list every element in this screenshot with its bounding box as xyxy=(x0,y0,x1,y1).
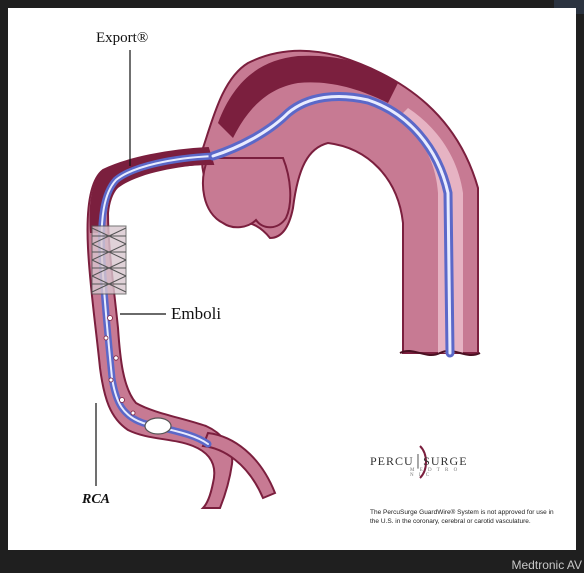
regulatory-disclaimer: The PercuSurge GuardWire® System is not … xyxy=(370,509,560,526)
percusurge-logo: PERCU│SURGE M E D T R O N I C xyxy=(370,454,468,469)
rca-label: RCA xyxy=(82,492,110,508)
aortic-root xyxy=(203,158,290,227)
occlusion-balloon xyxy=(145,418,171,434)
brand-tagline: M E D T R O N I C xyxy=(410,468,468,478)
guidewire-highlight xyxy=(102,156,213,444)
stent xyxy=(92,226,126,294)
source-credit: Medtronic AV xyxy=(512,558,582,572)
export-label: Export® xyxy=(96,30,148,47)
diagram-panel: Export® Emboli RCA PERCU│SURGE M E D T R… xyxy=(8,8,576,550)
brand-name: PERCU│SURGE xyxy=(370,454,468,468)
vessel-diagram xyxy=(8,8,576,550)
emboli-label: Emboli xyxy=(171,304,221,324)
